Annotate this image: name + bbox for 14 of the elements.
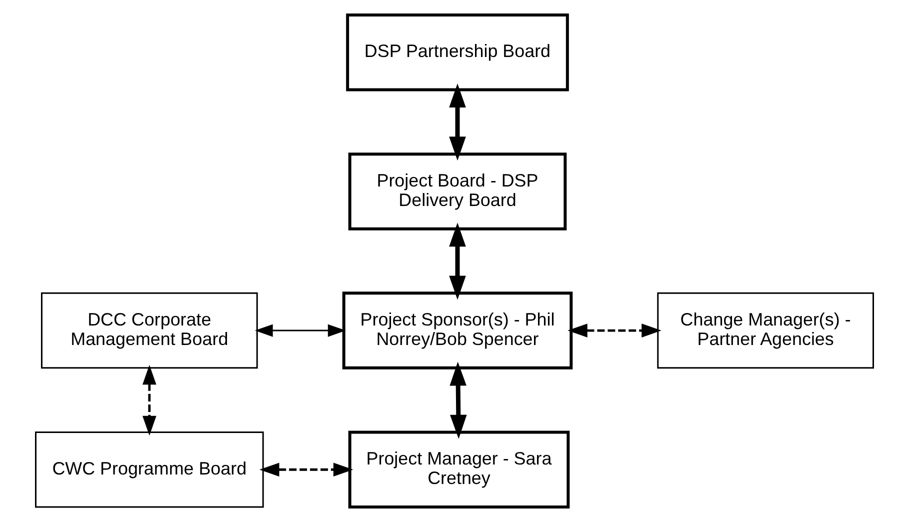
node-box: Project Sponsor(s) - Phil Norrey/Bob Spencer [342,291,573,369]
arrow [259,462,354,476]
node-box: DSP Partnership Board [346,12,569,91]
arrow [142,364,156,436]
node-box: Project Manager - Sara Cretney [348,430,570,508]
arrow [449,83,466,160]
node-box: Project Board - DSP Delivery Board [348,152,567,230]
arrow [450,361,467,438]
arrow [254,324,346,336]
node-box: Change Manager(s) - Partner Agencies [657,292,874,368]
node-box: DCC Corporate Management Board [40,292,258,368]
node-box: CWC Programme Board [35,431,264,508]
arrow [568,323,662,337]
arrow [449,222,466,300]
